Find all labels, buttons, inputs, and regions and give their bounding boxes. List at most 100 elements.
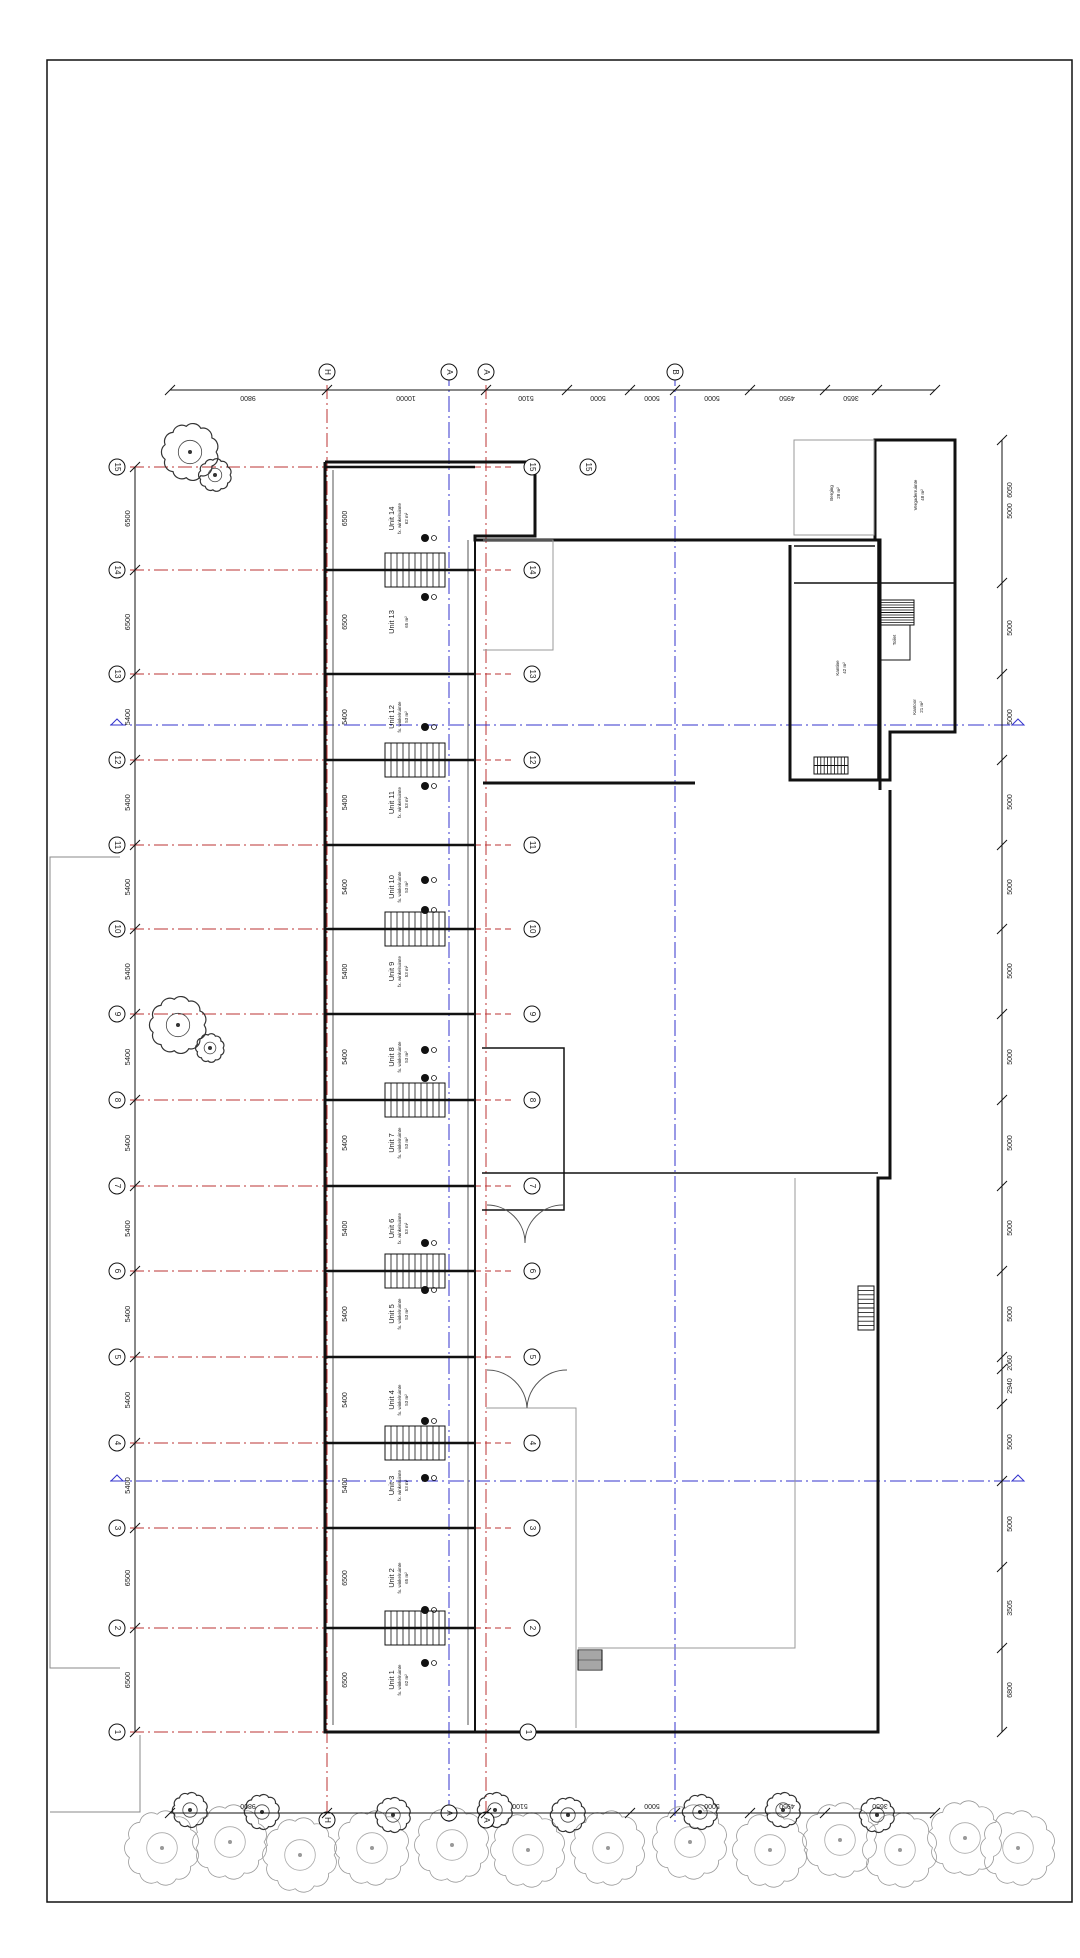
dim-right-4: 2940 [1007,1378,1014,1394]
annex-room-label: Kantine [835,660,840,676]
bubble-circle [523,1348,541,1366]
tree-bottom-4-trunk [566,1813,570,1817]
marker-ring-11 [431,724,437,730]
grid-bubble-inner-10: 10 [523,920,541,938]
tree-bottom-light-11-canopy [927,1800,1002,1876]
tree-bottom-5-inner [692,1804,708,1820]
tree-bottom-light-1-inner [214,1826,246,1858]
dim-bottom-tick [819,1807,831,1819]
bubble-circle [579,458,597,476]
tree-bottom-light-6 [570,1810,645,1886]
tree-bottom-light-12-trunk [1016,1846,1020,1850]
bubble-label: 4 [528,1441,537,1446]
bubble-circle [108,1177,126,1195]
dim-right-tick [996,668,1008,680]
dim-top-tick [929,384,941,396]
grid-bubble-inner-12: 12 [523,751,541,769]
marker-6 [421,1074,429,1082]
dim-inner-13: 6500 [342,511,349,527]
tree-bottom-3-canopy [476,1791,513,1829]
dim-left-tick [129,923,141,935]
marker-12 [421,593,429,601]
tree-bottom-light-7-canopy [652,1804,727,1880]
double-door [486,1369,568,1409]
tree-mid-1-inner [165,1012,191,1038]
dim-inner-12: 6500 [342,614,349,630]
trees [124,422,1055,1893]
dim-left-tick [129,1437,141,1449]
tree-bottom-5-canopy [681,1793,718,1831]
unit-name: Unit 12 [387,705,396,729]
bubble-circle [523,1177,541,1195]
bubble-label: 12 [113,756,122,765]
tree-top-2-trunk [213,473,217,477]
tree-bottom-light-10-canopy [862,1812,937,1888]
dim-left-0: 6500 [123,1672,132,1689]
marker-ring-0 [431,1660,437,1666]
dim-left-11: 5400 [123,709,132,726]
marker-2 [421,1474,429,1482]
dim-right-9: 5000 [1007,1049,1014,1065]
tree-bottom-1 [243,1793,280,1831]
tree-bottom-2-inner [385,1807,401,1823]
unit-subtitle: fx. winkelruimte [397,1213,402,1245]
unit-subtitle: fx. winkelruimte [397,1470,402,1502]
tree-bottom-light-10 [862,1812,937,1888]
dim-right-1: 3505 [1007,1600,1014,1616]
unit-name: Unit 13 [387,610,396,634]
bubble-label: H [323,369,332,375]
dim-left-tick [129,839,141,851]
dim-inner-5: 5400 [342,1221,349,1237]
annex-room-area: 48 m² [920,489,925,501]
dim-inner-1: 6500 [342,1570,349,1586]
unit-name: Unit 4 [387,1390,396,1410]
dim-left-tick [129,1180,141,1192]
dim-top-tick [321,384,333,396]
grid-bubble-left-8: 8 [108,1091,126,1109]
bubble-circle [108,1262,126,1280]
marker-11 [421,723,429,731]
tree-bottom-light-12-canopy [980,1810,1055,1886]
tree-mid-2-inner [203,1041,217,1055]
unit-name: Unit 3 [387,1476,396,1496]
dim-left-tick [129,1622,141,1634]
unit-subtitle: fx. winkelruimte [397,1127,402,1159]
stair-4 [384,1082,446,1118]
bubble-label: H [323,1817,332,1823]
tree-bottom-3-trunk [493,1808,497,1812]
tree-bottom-light-10-inner [884,1834,916,1866]
marker-ring-9 [431,877,437,883]
dim-bottom-1: 5100 [512,1802,528,1809]
dim-right-13: 5000 [1007,709,1014,725]
dim-right-tick [996,1265,1008,1277]
bubble-circle [523,1619,541,1637]
grid-bubble-top-1: A [440,363,458,381]
marker-ring-12 [431,594,437,600]
stair-hall [857,1285,875,1331]
unit-area: 53 m² [404,1394,409,1406]
tree-bottom-1-inner [254,1804,270,1820]
unit-area: 53 m² [404,1222,409,1234]
tree-bottom-6-canopy [764,1791,801,1829]
marker-ring-4 [431,1287,437,1293]
marker-0 [421,1659,429,1667]
tree-bottom-light-5-canopy [490,1812,565,1888]
dim-bottom-tick [480,1807,492,1819]
grid-bubble-left-11: 11 [108,836,126,854]
dim-right-tick [996,577,1008,589]
grid-bubble-bottom-0: H [318,1811,336,1829]
tree-bottom-light-5-inner [512,1834,544,1866]
tree-bottom-light-2-inner [284,1839,316,1871]
bubble-label: 2 [113,1626,122,1631]
dim-left-tick [129,1265,141,1277]
dim-left-13: 6500 [123,510,132,527]
bubble-circle [523,665,541,683]
bubble-label: A [482,1817,491,1823]
bubble-label: 15 [584,463,593,472]
